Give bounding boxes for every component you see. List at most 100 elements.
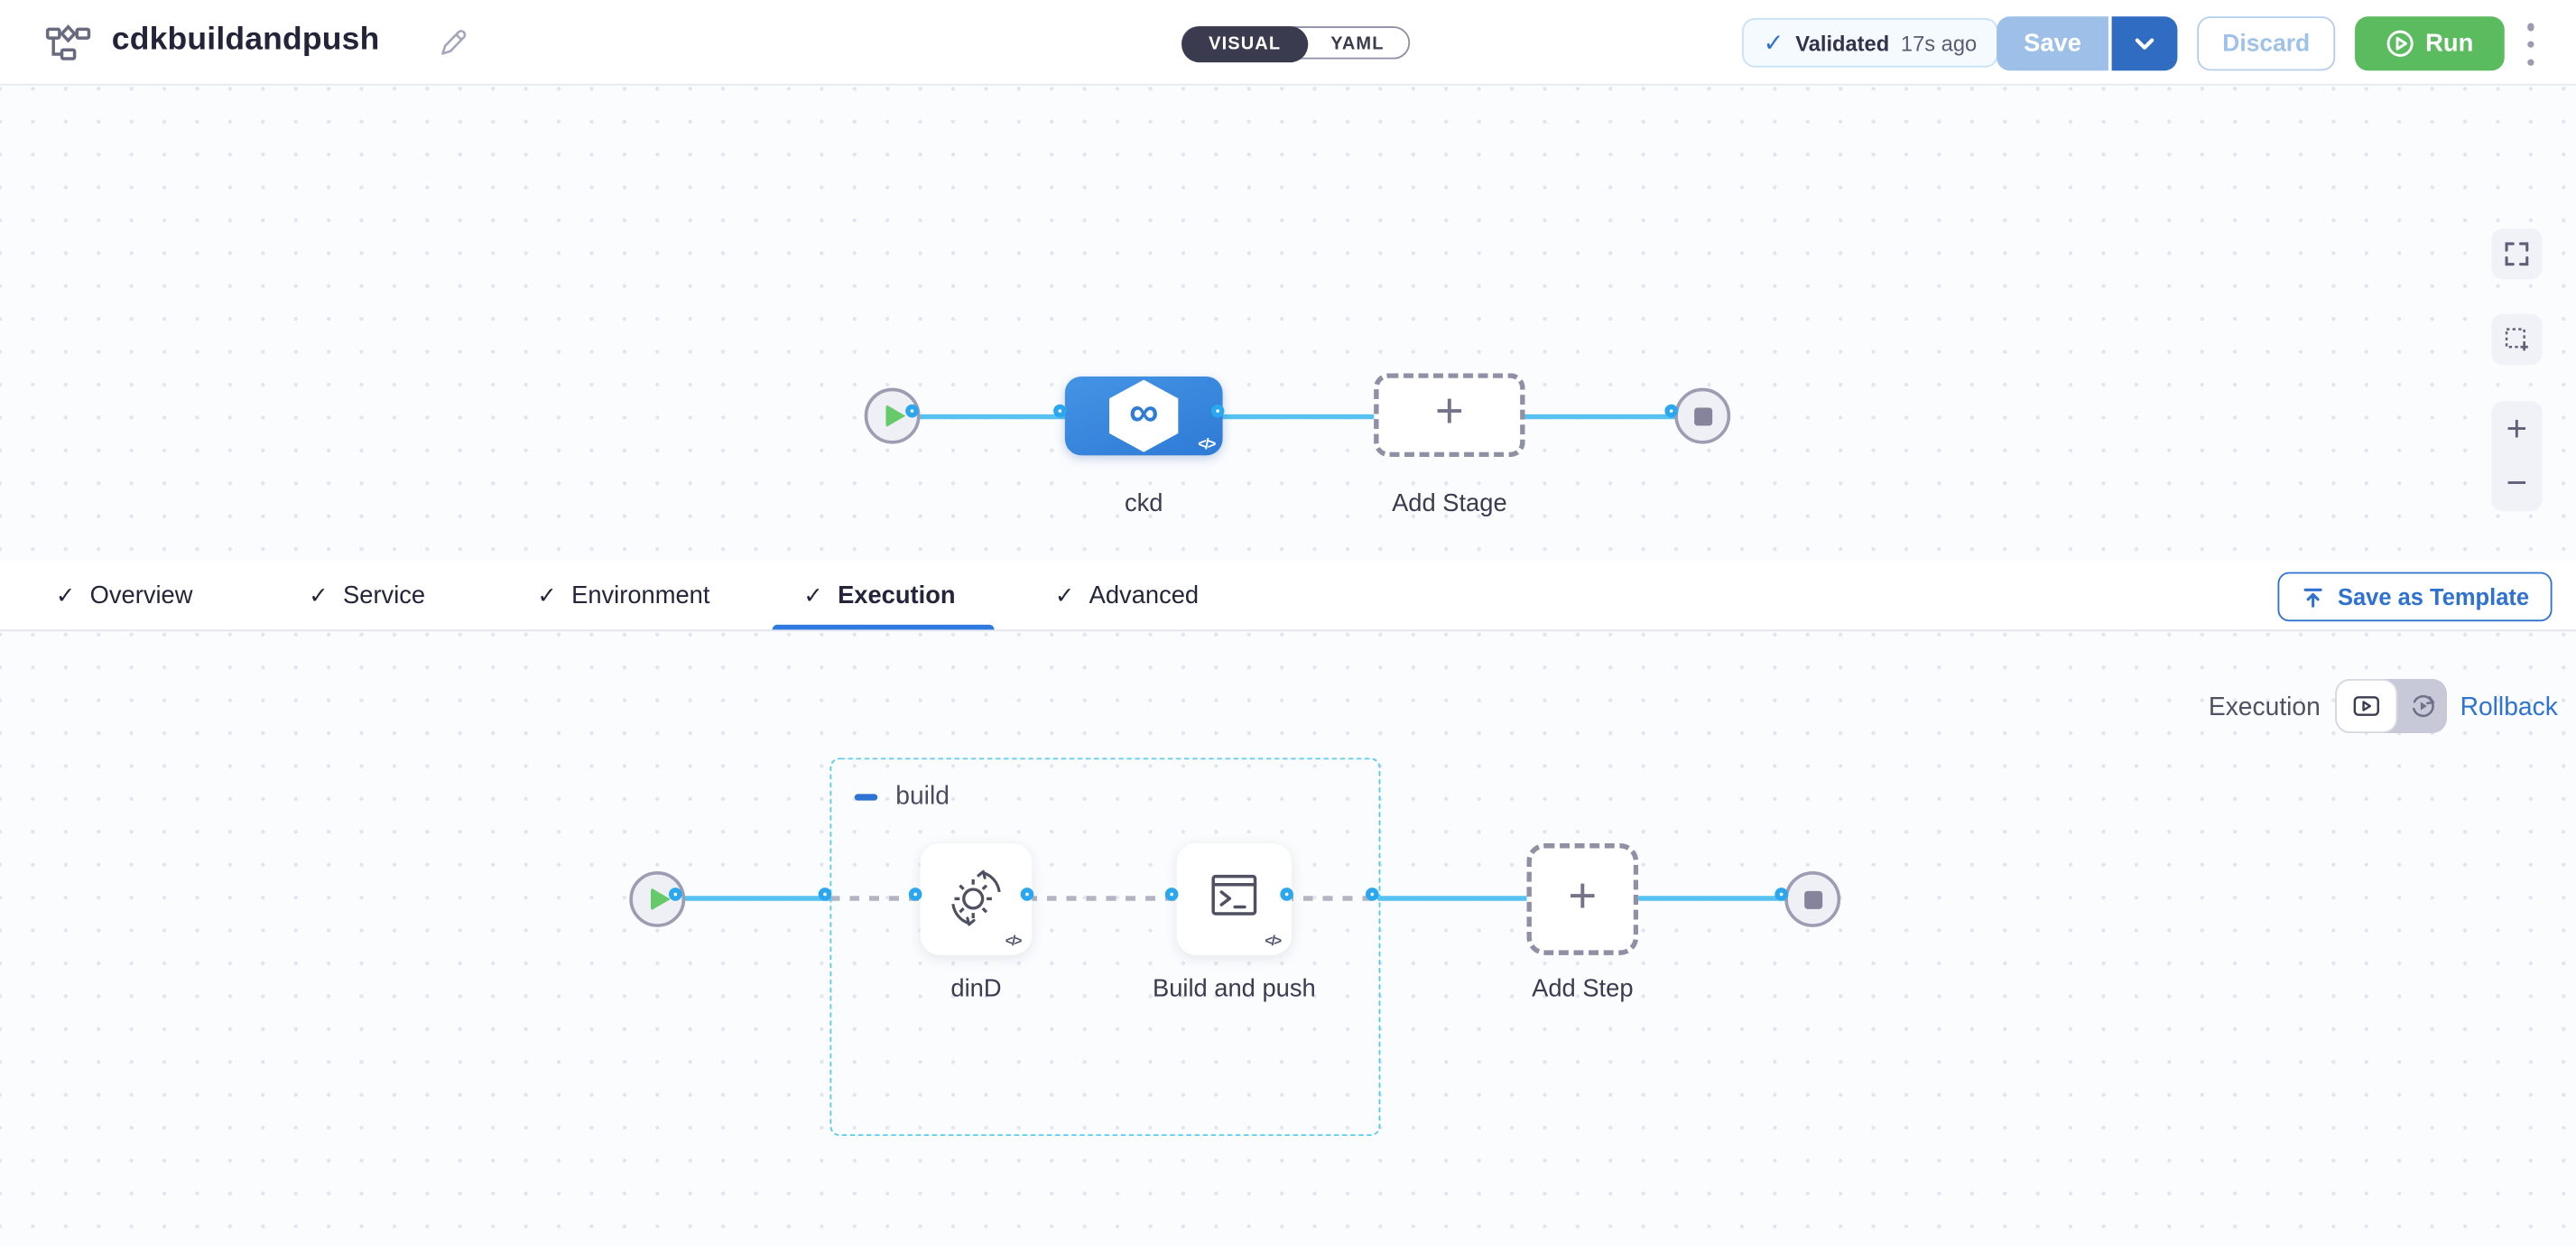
stage-canvas: ∞ </> + ckd Add Stage + − (0, 85, 2576, 561)
check-icon: ✓ (537, 581, 557, 609)
save-as-template-button[interactable]: Save as Template (2276, 572, 2553, 622)
exec-flow-line (657, 896, 832, 901)
chevron-down-icon (2134, 37, 2154, 49)
check-icon: ✓ (309, 581, 329, 609)
connector-ckd-out[interactable] (1210, 404, 1225, 418)
stop-icon (1803, 889, 1822, 908)
run-button[interactable]: Run (2355, 16, 2505, 71)
step-group-build[interactable]: build (829, 758, 1381, 1137)
collapse-group-icon[interactable] (854, 794, 878, 801)
exec-flow-dashed-line (829, 896, 1381, 901)
marquee-select-icon (2505, 328, 2528, 351)
tab-overview[interactable]: ✓ Overview (56, 561, 193, 631)
stop-icon (1693, 406, 1712, 425)
more-options-button[interactable] (2521, 23, 2541, 66)
save-split-button: Save (1997, 16, 2177, 71)
docker-in-docker-icon (951, 870, 1001, 926)
save-as-template-label: Save as Template (2337, 583, 2530, 610)
fullscreen-button[interactable] (2491, 228, 2543, 280)
upload-icon (2303, 587, 2321, 607)
toggle-yaml[interactable]: YAML (1330, 34, 1385, 55)
stage-node-ckd[interactable]: ∞ </> (1064, 376, 1223, 456)
run-label: Run (2425, 29, 2474, 58)
tab-advanced[interactable]: ✓ Advanced (1055, 561, 1199, 631)
validated-check-icon: ✓ (1763, 29, 1784, 58)
fullscreen-icon (2505, 242, 2529, 266)
step-label-build-and-push: Build and push (1152, 974, 1316, 1003)
validated-badge[interactable]: ✓ Validated 17s ago (1741, 18, 1998, 68)
group-label: build (895, 782, 950, 811)
run-play-icon (2386, 30, 2414, 57)
start-play-icon (885, 404, 906, 428)
stage-label: ckd (1124, 489, 1163, 518)
save-divider (2108, 16, 2111, 71)
rollback-icon (2412, 694, 2434, 718)
connector-start-out[interactable] (669, 888, 682, 901)
header: cdkbuildandpush VISUAL YAML ✓ Validated … (0, 0, 2576, 86)
check-icon: ✓ (55, 581, 76, 609)
tab-label: Overview (89, 581, 193, 610)
discard-button[interactable]: Discard (2197, 16, 2336, 71)
multi-select-button[interactable] (2491, 313, 2543, 366)
zoom-controls: + − (2491, 401, 2543, 512)
tab-label: Advanced (1089, 581, 1200, 610)
execution-start-node[interactable] (629, 870, 686, 927)
edit-title-icon[interactable] (435, 26, 469, 60)
step-build-and-push[interactable]: </> (1176, 843, 1293, 955)
page-title: cdkbuildandpush (111, 21, 380, 58)
stage-flow-line (903, 414, 1693, 420)
group-header: build (854, 782, 950, 813)
connector-start-out[interactable] (905, 404, 919, 418)
check-icon: ✓ (1054, 581, 1075, 609)
tab-service[interactable]: ✓ Service (309, 561, 425, 631)
start-play-icon (650, 888, 671, 911)
execution-end-node[interactable] (1784, 870, 1841, 927)
stage-tabbar: ✓ Overview ✓ Service ✓ Environment ✓ Exe… (0, 560, 2576, 632)
step-code-icon[interactable]: </> (1005, 932, 1023, 949)
add-step-button[interactable]: + (1526, 843, 1639, 955)
save-button[interactable]: Save (1997, 16, 2108, 71)
check-icon: ✓ (803, 581, 823, 609)
rollback-link[interactable]: Rollback (2460, 693, 2558, 722)
execution-mode-button[interactable] (2335, 678, 2398, 734)
execution-steps-icon (2353, 696, 2379, 716)
connector-dind-in[interactable] (908, 888, 922, 901)
add-stage-button[interactable]: + (1374, 373, 1525, 458)
connector-buildpush-out[interactable] (1280, 888, 1293, 901)
add-step-label: Add Step (1532, 974, 1634, 1003)
execution-mode-label: Execution (2208, 693, 2321, 722)
visual-yaml-toggle: VISUAL YAML (1181, 26, 1411, 63)
connector-buildpush-in[interactable] (1164, 888, 1179, 901)
step-dind[interactable]: </> (920, 843, 1033, 955)
connector-ckd-in[interactable] (1053, 404, 1067, 418)
stage-code-icon[interactable]: </> (1198, 435, 1216, 452)
save-dropdown-button[interactable] (2110, 16, 2177, 71)
tab-label: Service (343, 581, 426, 610)
connector-end-in[interactable] (1664, 404, 1678, 418)
zoom-out-button[interactable]: − (2506, 462, 2528, 504)
validated-label: Validated (1795, 30, 1890, 55)
step-code-icon[interactable]: </> (1265, 932, 1282, 949)
connector-end-in[interactable] (1774, 888, 1788, 901)
rollback-mode-button[interactable] (2397, 679, 2447, 733)
tab-environment[interactable]: ✓ Environment (537, 561, 709, 631)
connector-group-in[interactable] (818, 888, 832, 901)
validated-time: 17s ago (1900, 30, 1978, 55)
execution-rollback-toggle (2335, 678, 2448, 734)
connector-dind-out[interactable] (1020, 888, 1034, 901)
pipeline-icon (45, 24, 91, 60)
stage-type-icon: ∞ (1108, 379, 1179, 452)
toggle-visual[interactable]: VISUAL (1181, 26, 1309, 63)
tab-execution[interactable]: ✓ Execution (803, 561, 955, 631)
tab-label: Environment (571, 581, 710, 610)
plus-icon: + (1434, 385, 1464, 440)
active-tab-underline (772, 623, 995, 630)
execution-canvas: Execution Rollback (0, 631, 2576, 1246)
zoom-in-button[interactable]: + (2506, 407, 2528, 449)
add-stage-label: Add Stage (1392, 489, 1507, 518)
pipeline-end-node[interactable] (1674, 387, 1731, 444)
step-label-dind: dinD (950, 974, 1002, 1003)
terminal-icon (1211, 875, 1257, 916)
connector-group-out[interactable] (1366, 888, 1379, 901)
